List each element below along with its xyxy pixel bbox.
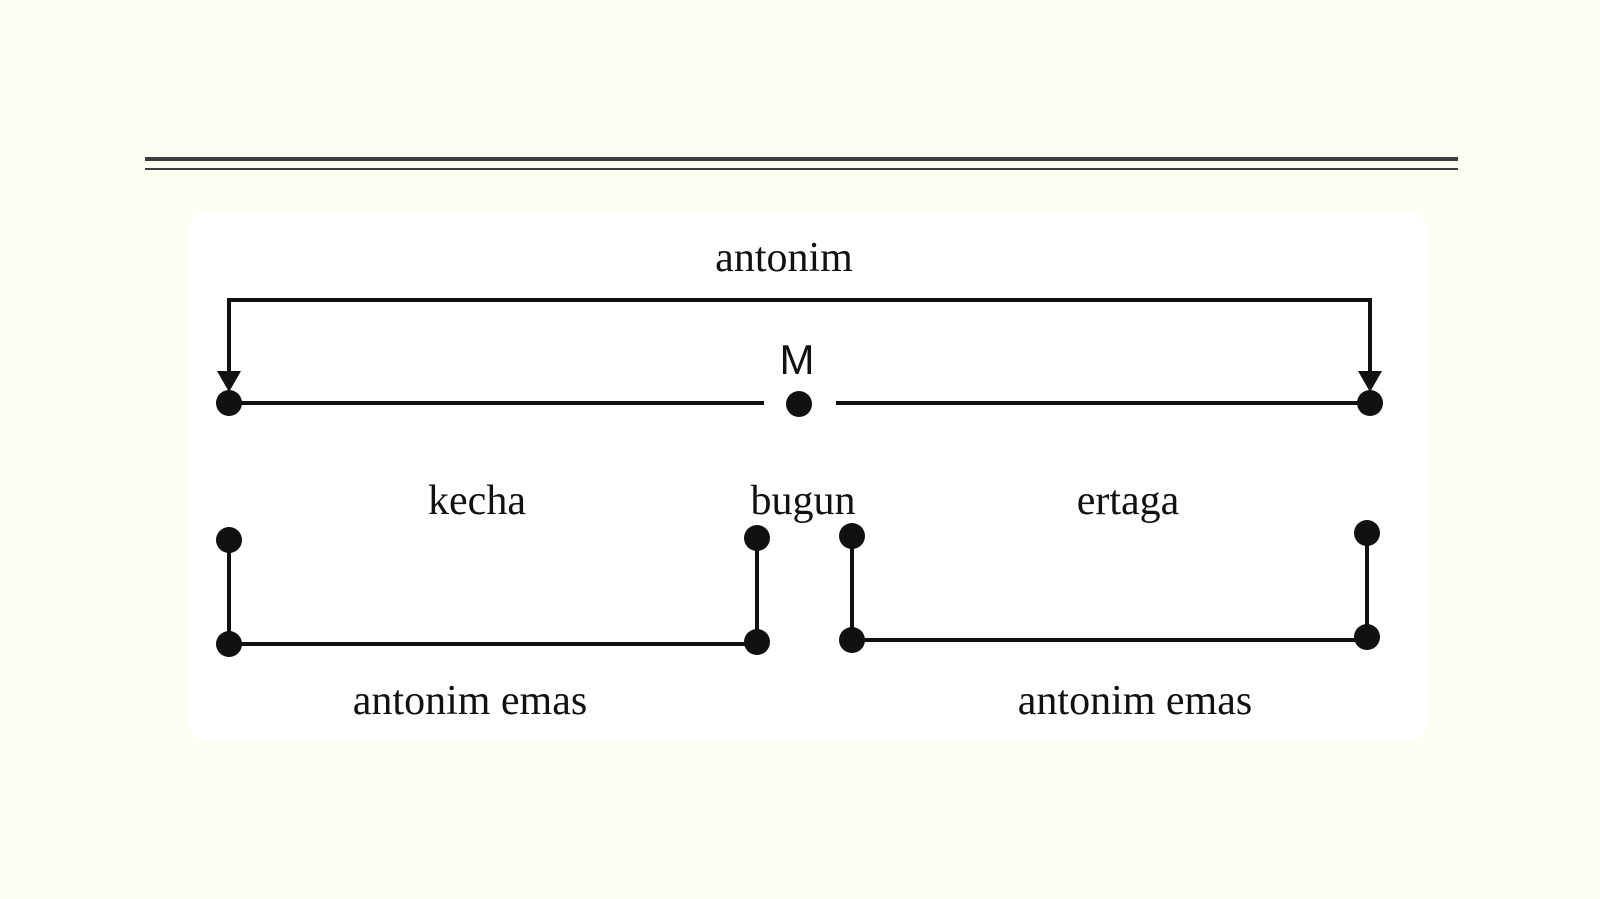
scale-dot-left <box>216 390 242 416</box>
bracket-left-dot-top-left <box>216 527 242 553</box>
bracket-right-dot-top-right <box>1354 520 1380 546</box>
bracket-left-dot-top-right <box>744 525 770 551</box>
scale-dot-midpoint <box>786 391 812 417</box>
word-bugun: bugun <box>751 478 856 524</box>
arrowhead-right <box>1358 371 1382 392</box>
bottom-label-right: antonim emas <box>1018 678 1252 724</box>
bracket-left-dot-bottom-left <box>216 631 242 657</box>
bracket-right-dot-top-left <box>839 523 865 549</box>
antonym-bracket <box>227 298 1372 385</box>
midpoint-label: M <box>780 336 815 383</box>
bracket-right-dot-bottom-right <box>1354 624 1380 650</box>
bracket-left-dot-bottom-right <box>744 629 770 655</box>
bracket-right-line <box>850 533 1369 642</box>
scale-dot-right <box>1357 390 1383 416</box>
header-rule-thin <box>145 168 1458 170</box>
word-ertaga: ertaga <box>1077 478 1180 524</box>
arrowhead-left <box>217 371 241 392</box>
bracket-right-dot-bottom-left <box>839 627 865 653</box>
header-rule-thick <box>145 157 1458 161</box>
bottom-label-left: antonim emas <box>353 678 587 724</box>
bracket-right <box>850 533 1369 642</box>
word-kecha: kecha <box>428 478 526 524</box>
top-label: antonim <box>715 235 853 281</box>
bracket-left <box>227 538 759 646</box>
bracket-left-line <box>227 538 759 646</box>
antonym-bracket-line <box>227 298 1372 385</box>
